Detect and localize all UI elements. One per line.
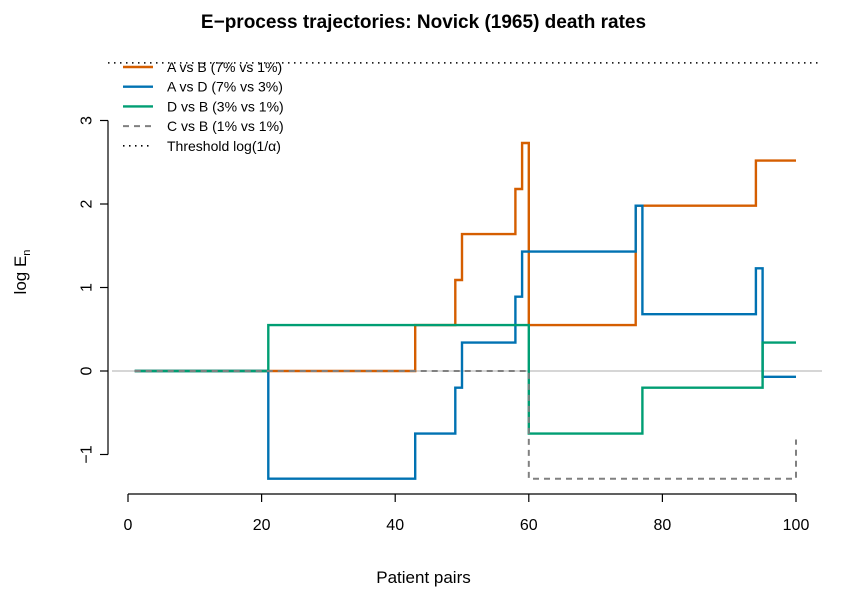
x-tick-label: 20: [253, 517, 271, 534]
series-line-3: [134, 323, 796, 435]
legend-label: Threshold log(1/α): [167, 138, 281, 154]
legend-label: C vs B (1% vs 1%): [167, 118, 284, 134]
legend-label: D vs B (3% vs 1%): [167, 98, 284, 114]
series-line-1: [134, 141, 796, 373]
legend-label: A vs D (7% vs 3%): [167, 79, 283, 95]
series-lines: [134, 141, 797, 480]
legend-label: A vs B (7% vs 1%): [167, 59, 282, 75]
x-tick-label: 60: [520, 517, 538, 534]
y-tick-label: 2: [79, 199, 96, 208]
x-tick-label: 0: [124, 517, 133, 534]
y-tick-label: 0: [79, 366, 96, 375]
x-tick-label: 80: [654, 517, 672, 534]
series-line-4: [134, 370, 797, 480]
y-tick-label: −1: [79, 445, 96, 463]
legend: A vs B (7% vs 1%) A vs D (7% vs 3%) D vs B…: [123, 59, 284, 154]
x-tick-label: 40: [386, 517, 404, 534]
y-tick-label: 1: [79, 283, 96, 292]
x-axis-label: Patient pairs: [376, 568, 471, 587]
axes: 0 20 40 60 80 100 −1 0 1 2 3: [79, 116, 810, 534]
x-tick-label: 100: [783, 517, 810, 534]
y-tick-label: 3: [79, 116, 96, 125]
chart-title: E−process trajectories: Novick (1965) de…: [200, 12, 647, 33]
series-line-2: [134, 204, 796, 480]
